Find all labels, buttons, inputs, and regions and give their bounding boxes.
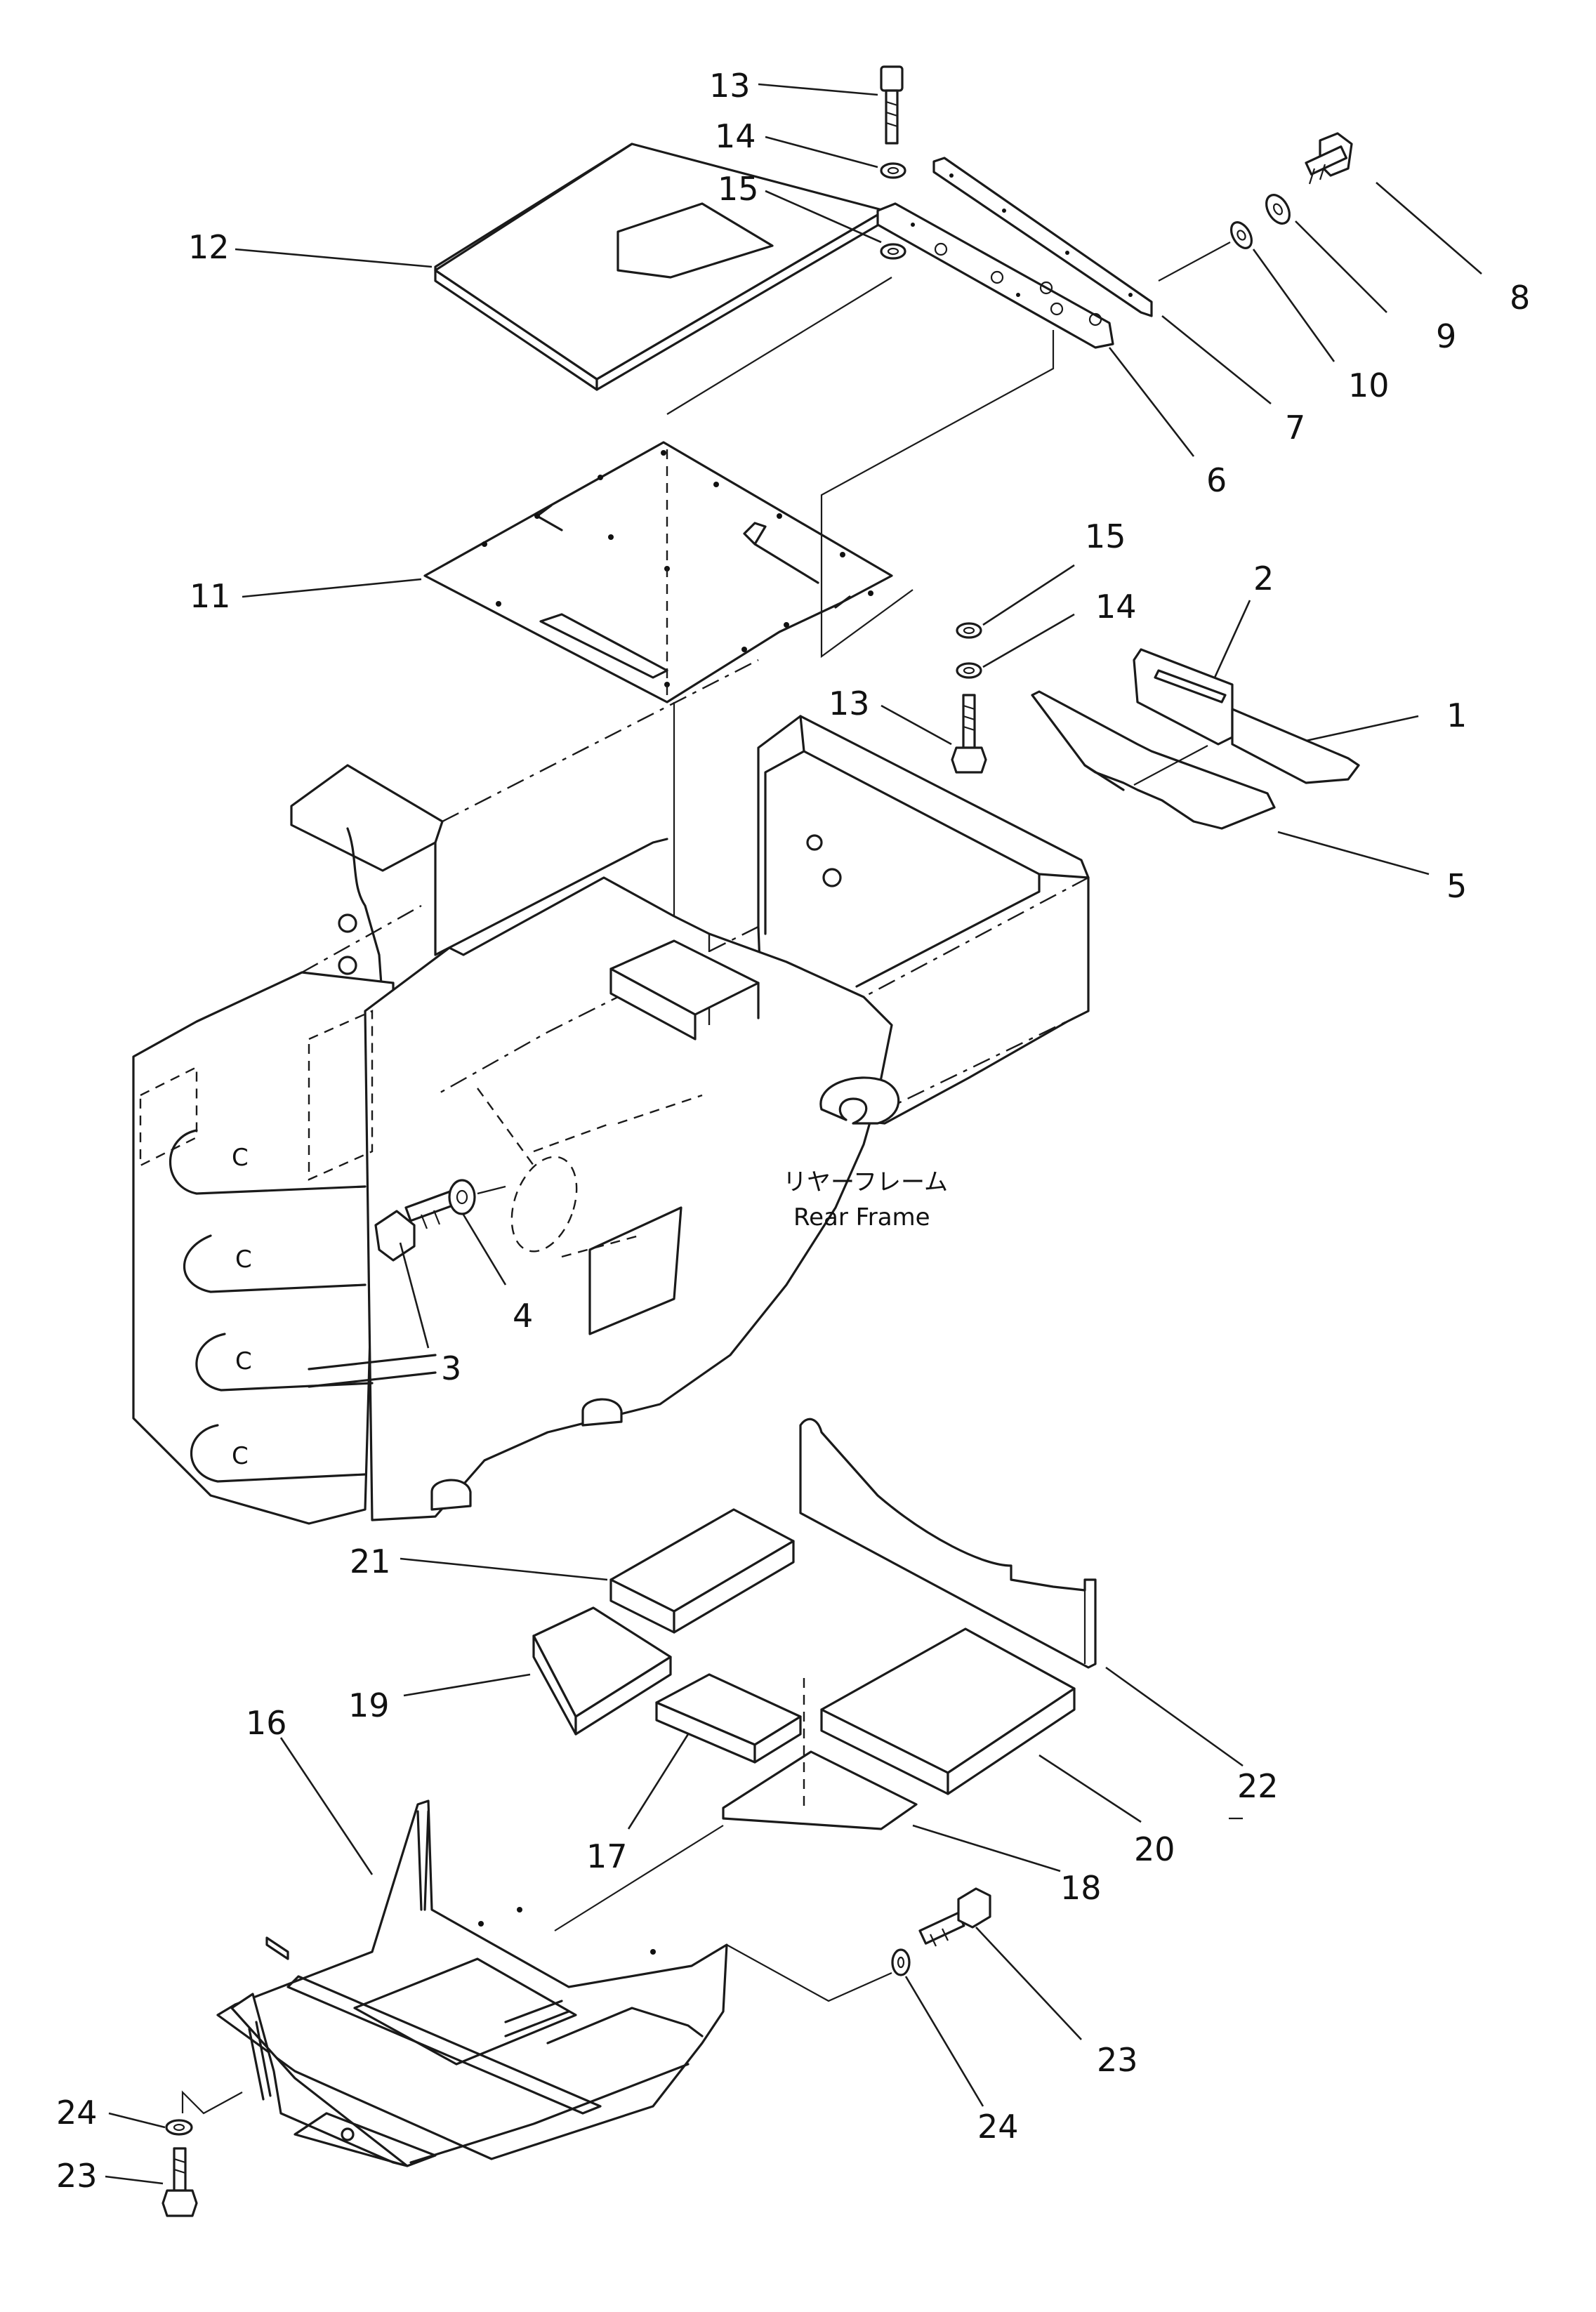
label-6: 6 [1206,461,1227,499]
washer-24-right [891,1948,911,1976]
label-5: 5 [1446,867,1467,905]
washer-9 [1265,194,1291,225]
guide-24-left [181,2090,243,2115]
washer-15-top-hole [887,247,899,256]
bolt-8 [1305,132,1353,185]
label-21: 21 [350,1543,391,1580]
label-23-right: 23 [1097,2041,1138,2079]
washer-24-left-hole [173,2123,185,2132]
washer-24-right-hole [897,1956,905,1969]
washer-4-hole [456,1189,468,1205]
label-13-mid: 13 [829,685,870,722]
guide-6-frame [820,330,1055,659]
washer-14-mid [956,662,982,679]
svg-text:C: C [232,1144,249,1172]
washer-15-mid [956,622,982,639]
part-12-floor-mat [434,143,886,391]
part-18-wedge [722,1750,918,1830]
label-1: 1 [1446,696,1467,734]
label-12: 12 [188,228,230,266]
label-19: 19 [348,1686,390,1724]
guide-18-16 [554,1825,724,1931]
label-24-left: 24 [56,2094,98,2132]
label-11: 11 [190,577,231,615]
label-20: 20 [1134,1830,1175,1868]
caption-english: Rear Frame [793,1203,930,1231]
label-17: 17 [586,1837,628,1875]
bolt-13-top [880,65,904,145]
washer-10-hole [1236,230,1246,241]
washer-14-mid-hole [963,666,975,675]
part-21-block [609,1508,795,1634]
label-3: 3 [441,1349,461,1387]
guide-3-frame [477,1185,506,1195]
label-14-top: 14 [715,117,756,155]
washer-24-left [165,2119,193,2136]
guide-24-right [726,1944,892,2002]
label-2: 2 [1253,560,1274,597]
label-22: 22 [1237,1767,1279,1805]
label-9: 9 [1436,317,1456,355]
washer-15-mid-hole [963,626,975,635]
rear-frame: C C C C [132,659,1090,1525]
part-2-plate [1133,648,1234,746]
part-labels: 13 14 15 12 8 9 10 7 6 11 15 14 13 2 1 5… [56,67,1530,2195]
washer-10 [1229,221,1253,249]
washer-14-top-hole [887,166,899,175]
part-7-plate [932,157,1153,317]
part-5-plate [1031,690,1276,830]
bolt-23-left [161,2147,198,2217]
washer-9-hole [1273,203,1283,216]
label-7: 7 [1285,409,1305,447]
label-16: 16 [246,1704,287,1742]
part-17-block [655,1673,802,1764]
label-15-mid: 15 [1085,517,1126,555]
guide-12-11 [666,277,892,415]
label-10: 10 [1348,366,1390,404]
label-4: 4 [513,1297,533,1335]
part-16-undercover [216,1799,728,2167]
label-14-mid: 14 [1095,588,1137,626]
caption-japanese: リヤーフレーム [783,1168,948,1196]
part-22-cover [799,1418,1097,1669]
washer-14-top [880,162,906,179]
washer-15-top [880,243,906,260]
label-23-left: 23 [56,2157,98,2195]
guide-7-10 [1158,242,1231,282]
washer-4 [448,1179,476,1215]
bolt-3 [374,1189,459,1262]
part-1-plate [1231,708,1360,784]
part-19-wedge [532,1606,672,1736]
svg-text:C: C [235,1347,252,1375]
label-24-right: 24 [977,2108,1019,2146]
part-20-block [820,1627,1076,1795]
bolt-13-mid [951,694,987,774]
label-8: 8 [1510,279,1530,317]
label-13-top: 13 [709,67,751,105]
part-11-floor-plate [423,441,893,703]
bolt-23-right [918,1887,991,1947]
part-6-bracket [876,202,1114,349]
label-15-top: 15 [718,170,759,208]
label-18: 18 [1060,1869,1102,1907]
svg-text:C: C [235,1246,252,1274]
leader-lines [105,83,1482,2185]
svg-text:C: C [232,1442,249,1470]
